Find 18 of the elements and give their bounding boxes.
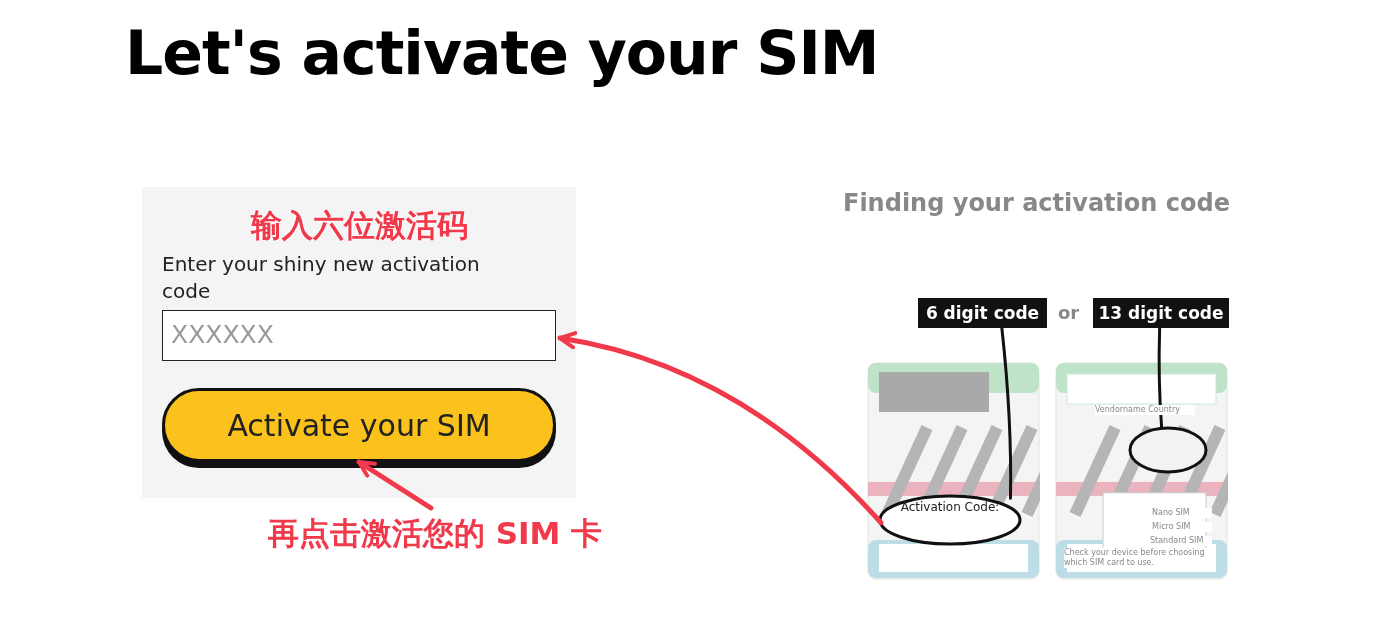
card-caption: Vendorname Country [1095, 405, 1195, 415]
page-title: Let's activate your SIM [125, 18, 879, 88]
code-label: Activation Code: [899, 500, 1001, 514]
leader-line [1000, 326, 1013, 500]
card-caption: Standard SIM [1150, 536, 1212, 546]
arrow [557, 331, 884, 526]
section-heading: Finding your activation code [843, 188, 1231, 218]
or-text: or [1058, 302, 1081, 325]
annotation-heading: 输入六位激活码 [249, 206, 469, 245]
card-caption: Nano SIM [1152, 508, 1212, 518]
card-caption: Micro SIM [1152, 522, 1212, 532]
field-label: Enter your shiny new activation code [162, 251, 481, 305]
input-field: XXXXXX [162, 310, 556, 361]
code-tag: 6 digit code [918, 298, 1047, 328]
annotation-text: 再点击激活您的 SIM 卡 [235, 508, 635, 558]
leader-line [1157, 326, 1164, 429]
form-panel [142, 187, 576, 498]
code-tag: 13 digit code [1093, 298, 1229, 328]
